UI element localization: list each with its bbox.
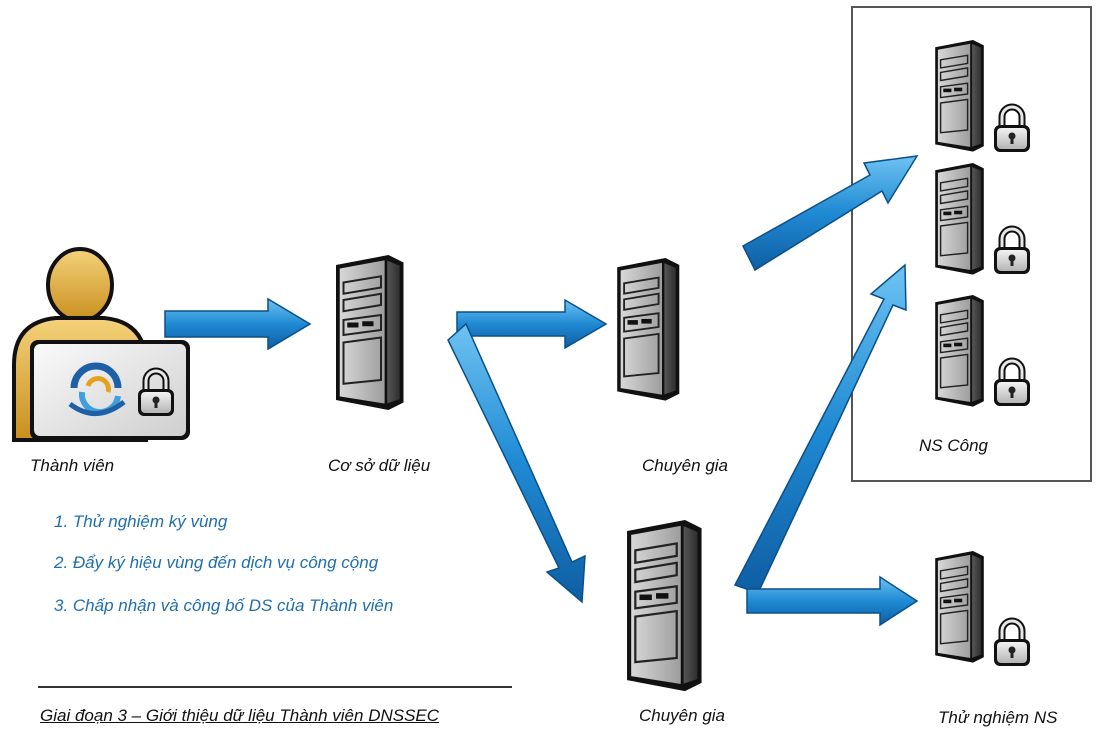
expert-top-label: Chuyên gia	[642, 456, 729, 475]
arrow-database-to-expert-top	[456, 298, 608, 350]
public-ns-group-box	[851, 6, 1092, 482]
public-ns-label: NS Công	[919, 436, 988, 455]
lock-icon	[994, 107, 1030, 152]
public-ns-server-1	[934, 39, 1030, 153]
lock-icon	[994, 361, 1030, 406]
public-ns-server-2	[934, 162, 1030, 276]
server-icon	[934, 162, 985, 276]
caption-rule	[38, 686, 512, 688]
public-ns-server-3	[934, 294, 1030, 408]
step-1: 1. Thử nghiệm ký vùng	[54, 512, 228, 531]
server-icon	[934, 550, 985, 664]
database-label: Cơ sở dữ liệu	[328, 456, 431, 475]
arrow-expert-top-to-public-ns	[742, 155, 919, 272]
test-ns-label: Thử nghiệm NS	[938, 708, 1058, 727]
lock-icon	[994, 229, 1030, 274]
step-2: 2. Đẩy ký hiệu vùng đến dịch vụ công cộn…	[54, 553, 379, 572]
arrow-expert-bottom-to-public-ns	[733, 263, 907, 594]
expert-bottom-label: Chuyên gia	[639, 706, 726, 725]
expert-top-server-icon	[616, 256, 681, 402]
database-server-icon	[334, 253, 405, 412]
member-label: Thành viên	[30, 456, 115, 475]
test-ns-server	[934, 550, 1030, 666]
arrow-expert-bottom-to-test-ns	[746, 575, 919, 627]
server-icon	[934, 294, 985, 408]
phase-caption: Giai đoạn 3 – Giới thiệu dữ liệu Thành v…	[40, 706, 440, 725]
lock-icon	[994, 621, 1030, 666]
arrow-member-to-database	[164, 297, 312, 351]
expert-bottom-server-icon	[625, 518, 703, 693]
arrow-database-to-expert-bottom	[447, 322, 586, 604]
server-icon	[934, 39, 985, 153]
step-3: 3. Chấp nhận và công bố DS của Thành viê…	[54, 596, 394, 615]
member-icon	[12, 247, 190, 442]
